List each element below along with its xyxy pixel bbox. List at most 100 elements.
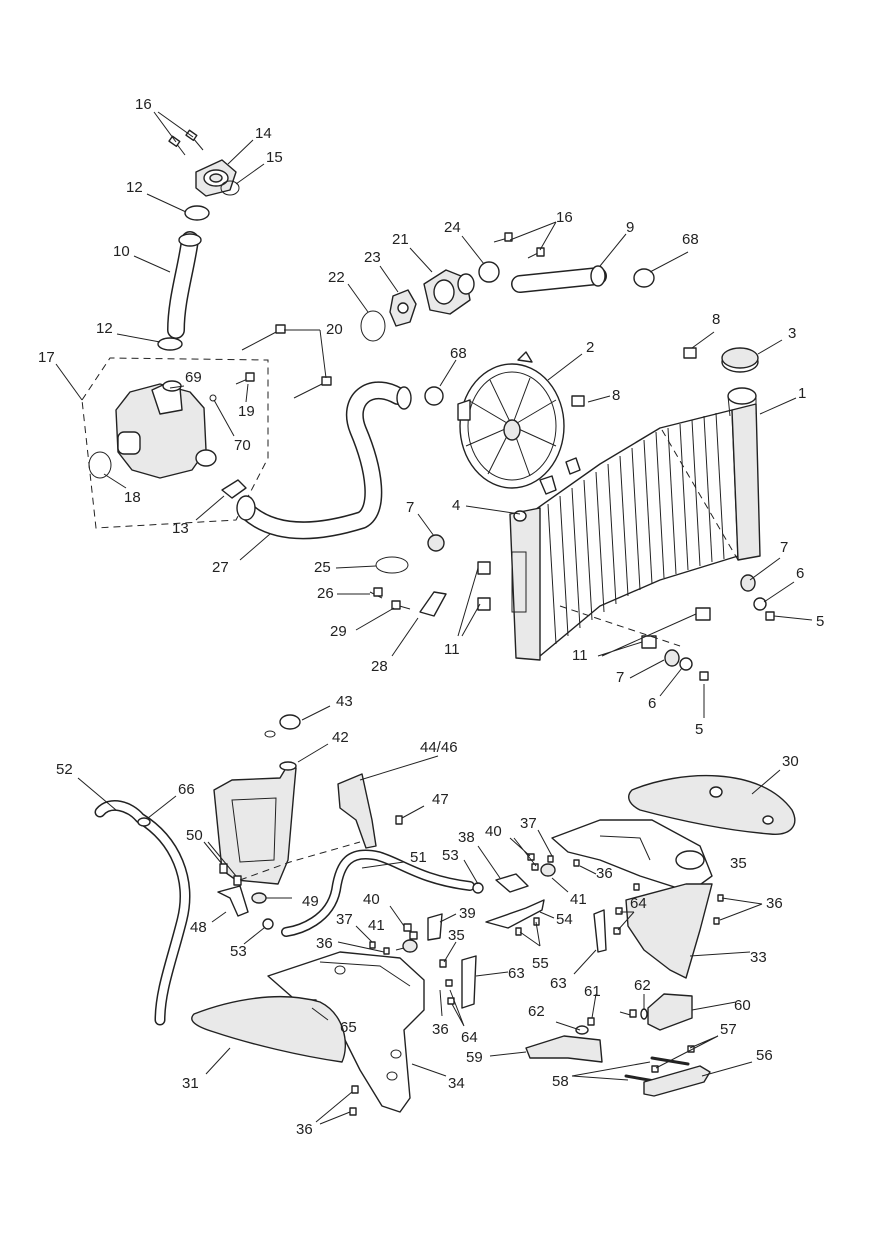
panel-part-35: [551, 819, 713, 893]
callout-c45: 52: [56, 761, 73, 778]
callout-c50: 51: [410, 849, 427, 866]
callout-c51: 53: [442, 847, 459, 864]
callout-c12: 13: [172, 520, 189, 537]
bolt-part-37b: [547, 855, 554, 863]
callout-c61: 40: [363, 891, 380, 908]
callout-c28: 4: [452, 497, 460, 514]
callout-c17: 24: [444, 219, 461, 236]
bolt-part-5a: [765, 611, 775, 621]
nut-part-8a: [683, 347, 697, 359]
hose-part-51: [281, 849, 475, 937]
callout-c79: 60: [734, 997, 751, 1014]
callout-c53: 40: [485, 823, 502, 840]
water-pump-part-69: [115, 380, 217, 479]
callout-c40: 6: [648, 695, 656, 712]
callout-c10: 70: [234, 437, 251, 454]
bolt-part-37a: [369, 941, 376, 949]
bracket-part-38: [495, 873, 529, 893]
housing-part-21: [423, 269, 475, 315]
callout-c14: 22: [328, 269, 345, 286]
callout-c37: 5: [816, 613, 824, 630]
callout-c83: 34: [448, 1075, 465, 1092]
callout-c69: 35: [448, 927, 465, 944]
bolt-part-29: [391, 600, 411, 610]
callout-c41: 5: [695, 721, 703, 738]
bolt-part-36f: [351, 1085, 359, 1094]
callout-c35: 7: [780, 539, 788, 556]
panel-part-33: [625, 883, 713, 979]
clip-part-25: [375, 556, 409, 574]
callout-c48: 30: [782, 753, 799, 770]
cap-part-3: [721, 347, 759, 373]
bolt-part-47: [395, 815, 403, 825]
callout-c72: 63: [550, 975, 567, 992]
bolt-part-36c: [633, 883, 640, 891]
bolt-part-50a: [219, 863, 228, 874]
bracket-part-54: [485, 899, 545, 929]
callout-c52: 38: [458, 829, 475, 846]
bolt-part-19: [235, 372, 255, 385]
callout-c68: 36: [316, 935, 333, 952]
reservoir-part-42: [213, 761, 297, 885]
hose-part-27: [236, 381, 412, 540]
nut-part-11b: [477, 597, 491, 611]
washer-part-70: [209, 394, 217, 402]
bolt-part-16b: [493, 232, 545, 259]
fan-part-2: [457, 351, 565, 489]
washer-part-6b: [679, 657, 693, 671]
grommet-part-41b: [402, 939, 418, 953]
callout-c31: 26: [317, 585, 334, 602]
callout-c54: 37: [520, 815, 537, 832]
grommet-part-7c: [664, 649, 680, 667]
callout-c6: 12: [96, 320, 113, 337]
callout-c15: 23: [364, 249, 381, 266]
alignment-line-c: [239, 841, 361, 881]
hose-part-9: [511, 265, 607, 293]
bracket-part-63a: [593, 909, 607, 953]
callout-c63: 54: [556, 911, 573, 928]
callout-c56: 36: [596, 865, 613, 882]
callout-c24: 8: [712, 311, 720, 328]
callout-c74: 65: [340, 1019, 357, 1036]
cover-part-60: [647, 993, 693, 1031]
clip-part-68a: [633, 268, 655, 288]
bolt-part-40c: [403, 923, 412, 932]
bolt-part-57b: [651, 1065, 659, 1073]
plate-part-56: [643, 1065, 711, 1097]
hose-part-52: [94, 799, 191, 1026]
cover-part-30: [628, 774, 796, 835]
parts-artwork: [81, 129, 796, 1116]
bracket-part-48: [217, 885, 249, 917]
nut-part-8b: [571, 395, 585, 407]
o-ring-part-15: [220, 180, 240, 196]
o-ring-part-22: [360, 310, 386, 342]
callout-c67: 41: [368, 917, 385, 934]
callout-c65: 36: [766, 895, 783, 912]
callout-c85: 56: [756, 1047, 773, 1064]
callout-c80: 62: [528, 1003, 545, 1020]
callout-c60: 53: [230, 943, 247, 960]
callout-c32: 29: [330, 623, 347, 640]
callout-c30: 25: [314, 559, 331, 576]
grommet-part-41a: [540, 863, 556, 877]
callout-c49: 50: [186, 827, 203, 844]
callout-c62: 39: [459, 905, 476, 922]
callout-c8: 69: [185, 369, 202, 386]
callout-c73: 33: [750, 949, 767, 966]
callout-c4: 12: [126, 179, 143, 196]
callout-c9: 19: [238, 403, 255, 420]
callout-c34: 11: [444, 641, 460, 658]
callout-c84: 59: [466, 1049, 483, 1066]
cap-part-43: [264, 714, 301, 738]
callout-c27: 1: [798, 385, 806, 402]
bolt-part-64a: [615, 907, 623, 915]
hose-part-10: [167, 231, 202, 339]
callout-c29: 7: [406, 499, 414, 516]
bracket-part-63b: [461, 955, 477, 1009]
callout-c86: 58: [552, 1073, 569, 1090]
bolt-part-64c: [445, 979, 453, 987]
callout-c38: 11: [572, 647, 588, 664]
callout-c3: 15: [266, 149, 283, 166]
bolt-part-35a: [439, 959, 447, 968]
